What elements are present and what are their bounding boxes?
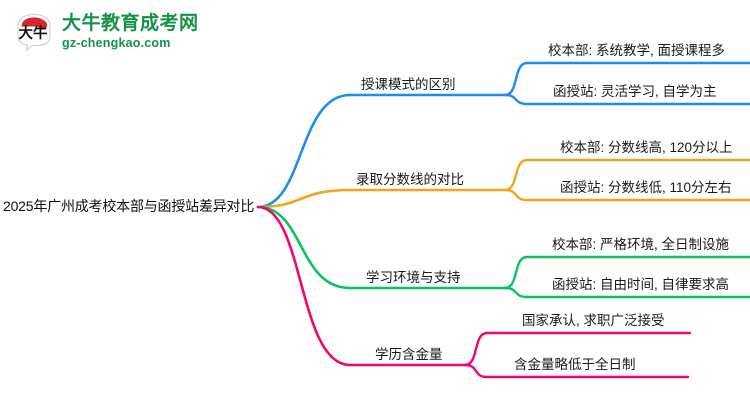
mindmap-connector-path <box>503 61 529 97</box>
mindmap-connector-path <box>503 255 529 290</box>
branch-node-label-1[interactable]: 授课模式的区别 <box>361 77 456 92</box>
mindmap-connector-path <box>503 158 529 192</box>
mindmap-connector-path <box>256 93 352 209</box>
mindmap-connector-path <box>503 93 529 106</box>
mindmap-connector-path <box>463 363 489 379</box>
leaf-node-label-1-2[interactable]: 函授站: 灵活学习, 自学为主 <box>553 84 717 99</box>
mindmap-connector-path <box>503 286 529 299</box>
leaf-node-label-4-2[interactable]: 含金量略低于全日制 <box>514 357 636 372</box>
daniu-speech-bubble-logo: 大牛 <box>12 10 56 54</box>
logo-subtitle: gz-chengkao.com <box>62 36 171 51</box>
mindmap-connectors <box>256 61 750 379</box>
leaf-node-label-3-2[interactable]: 函授站: 自由时间, 自律要求高 <box>552 277 730 292</box>
leaf-node-label-1-1[interactable]: 校本部: 系统教学, 面授课程多 <box>548 43 726 58</box>
mindmap-connector-path <box>256 188 352 209</box>
mindmap-connector-path <box>256 205 352 290</box>
leaf-node-label-3-1[interactable]: 校本部: 严格环境, 全日制设施 <box>552 237 730 252</box>
mindmap-connector-path <box>256 205 352 367</box>
leaf-node-label-4-1[interactable]: 国家承认, 求职广泛接受 <box>522 313 665 328</box>
mindmap-connector-path <box>463 331 489 367</box>
site-logo: 大牛 大牛教育成考网 gz-chengkao.com <box>12 10 199 54</box>
branch-node-label-4[interactable]: 学历含金量 <box>375 347 443 362</box>
leaf-node-label-2-2[interactable]: 函授站: 分数线低, 110分左右 <box>560 180 732 195</box>
svg-text:大牛: 大牛 <box>19 24 48 42</box>
mindmap-connector-path <box>503 188 529 202</box>
logo-title: 大牛教育成考网 <box>62 13 199 35</box>
root-node-label[interactable]: 2025年广州成考校本部与函授站差异对比 <box>3 198 255 214</box>
leaf-node-label-2-1[interactable]: 校本部: 分数线高, 120分以上 <box>560 140 733 155</box>
branch-node-label-2[interactable]: 录取分数线的对比 <box>356 172 464 187</box>
logo-glyph: 大牛 <box>17 13 51 52</box>
branch-node-label-3[interactable]: 学习环境与支持 <box>366 270 461 285</box>
